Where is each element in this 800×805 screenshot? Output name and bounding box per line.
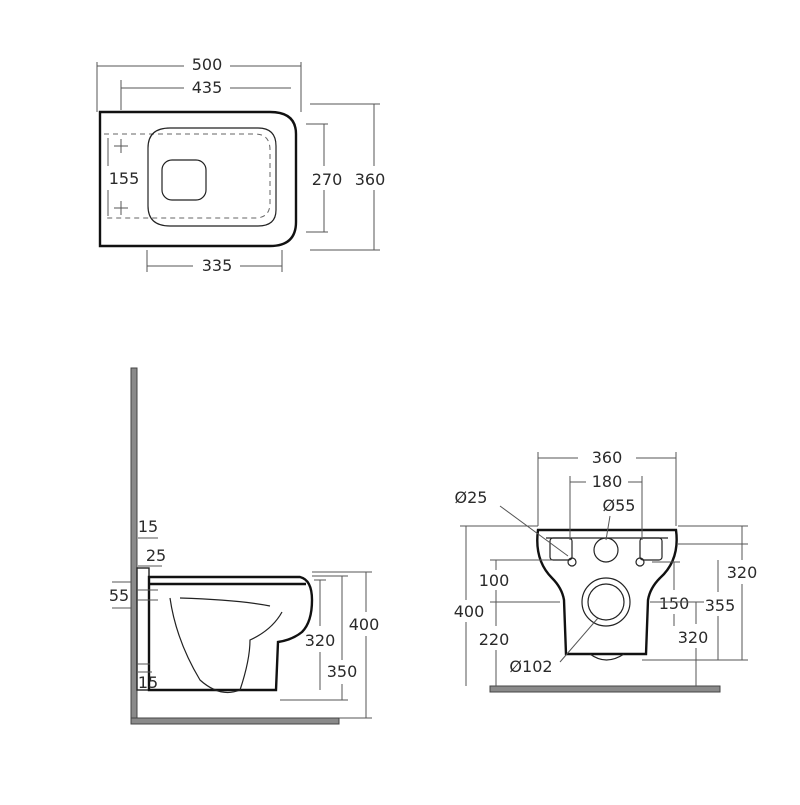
inlet-circle bbox=[593, 537, 619, 563]
top-view-rim bbox=[104, 133, 271, 219]
top-view-outline bbox=[98, 110, 298, 248]
dim-335: 335 bbox=[202, 256, 233, 275]
dim-dia25: Ø25 bbox=[455, 488, 488, 507]
dim-dia55: Ø55 bbox=[603, 496, 636, 515]
dim-25: 25 bbox=[146, 546, 166, 565]
side-view-body bbox=[147, 575, 314, 692]
rear-view-body bbox=[536, 528, 678, 656]
dim-220: 220 bbox=[479, 630, 510, 649]
top-view-drain bbox=[161, 159, 207, 201]
dim-400-side: 400 bbox=[349, 615, 380, 634]
dim-350: 350 bbox=[327, 662, 358, 681]
top-view-bowl bbox=[147, 127, 277, 227]
dim-dia102: Ø102 bbox=[509, 657, 552, 676]
side-view: 15 25 55 15 320 350 400 bbox=[109, 367, 380, 725]
dim-150: 150 bbox=[659, 594, 690, 613]
dim-355: 355 bbox=[705, 596, 736, 615]
dim-15-bottom: 15 bbox=[138, 673, 158, 692]
fixing-mark-upper bbox=[114, 139, 128, 153]
fixing-mark-lower bbox=[114, 201, 128, 215]
fixing-slot-right bbox=[639, 537, 663, 561]
dim-500: 500 bbox=[192, 55, 223, 74]
dim-435: 435 bbox=[192, 78, 223, 97]
dim-15-top: 15 bbox=[138, 517, 158, 536]
dim-100: 100 bbox=[479, 571, 510, 590]
top-view: 500 435 155 270 360 335 bbox=[96, 55, 386, 275]
dim-360-rear: 360 bbox=[592, 448, 623, 467]
fixing-slot-left bbox=[549, 537, 573, 561]
floor bbox=[130, 717, 340, 725]
rear-view: 360 180 Ø55 Ø25 Ø102 100 400 220 bbox=[454, 448, 758, 693]
wall bbox=[130, 367, 138, 725]
outlet-circle-outer bbox=[581, 577, 631, 627]
outlet-circle-inner bbox=[587, 583, 625, 621]
dim-320-rear-outer: 320 bbox=[727, 563, 758, 582]
dim-320-rear-inner: 320 bbox=[678, 628, 709, 647]
dim-155: 155 bbox=[109, 169, 140, 188]
rear-floor bbox=[489, 685, 721, 693]
dim-180: 180 bbox=[592, 472, 623, 491]
dim-270: 270 bbox=[312, 170, 343, 189]
dim-400-rear: 400 bbox=[454, 602, 485, 621]
trapway bbox=[169, 597, 283, 693]
dim-55: 55 bbox=[109, 586, 129, 605]
dim-320-side: 320 bbox=[305, 631, 336, 650]
dim-360-top: 360 bbox=[355, 170, 386, 189]
